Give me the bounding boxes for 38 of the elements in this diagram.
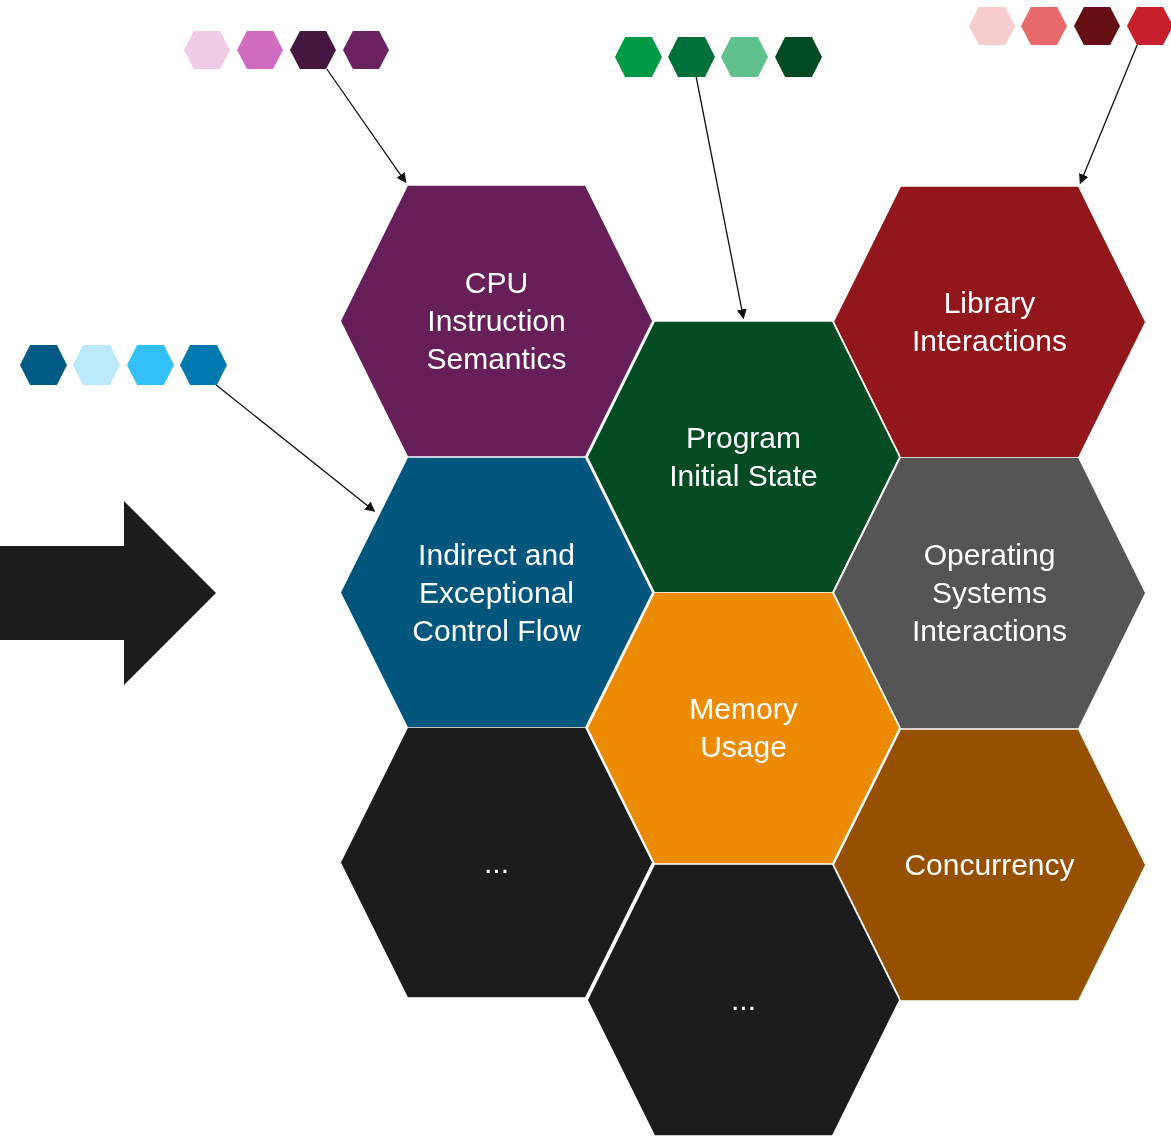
hexagon-tile (1074, 7, 1120, 45)
hexagon-tile (615, 37, 662, 77)
hexagon-tile (587, 321, 900, 593)
tile-label: Concurrency (903, 847, 1076, 883)
hexagon-tile (668, 37, 715, 77)
arrow (1079, 44, 1138, 185)
hexagon-tile (833, 186, 1146, 458)
tile-label: Library Interactions (910, 285, 1069, 359)
hexagon-tile (340, 727, 653, 998)
tile-label: Operating Systems Interactions (910, 537, 1069, 649)
hexagon-tile (343, 31, 389, 69)
hexagon-tile (833, 729, 1146, 1001)
hexagon-tile (587, 592, 900, 864)
tile-label: Indirect and Exceptional Control Flow (411, 536, 582, 649)
tile-label: Program Initial State (668, 420, 819, 494)
hexagon-tile (180, 345, 227, 385)
hexagon-tile (340, 457, 653, 728)
tile-label: ... (730, 982, 757, 1018)
hexagon-tile (290, 31, 336, 69)
arrow (326, 68, 407, 184)
arrow (215, 384, 376, 512)
hexagon-tile (127, 345, 174, 385)
arrow (695, 76, 747, 320)
hexagon-tile (721, 37, 768, 77)
hexagon-tile (833, 457, 1146, 729)
tile-label: Memory Usage (688, 691, 799, 765)
hexagon-tile (237, 31, 283, 69)
hexagon-tile (969, 7, 1015, 45)
hexagon-tile (775, 37, 822, 77)
hexagon-tile (587, 864, 900, 1136)
hexagon-tile (1127, 7, 1171, 45)
hexagon-tile (20, 345, 67, 385)
hexagon-tile (340, 185, 653, 457)
hexagon-tile (184, 31, 230, 69)
tile-label: CPU Instruction Semantics (425, 265, 568, 377)
tile-label: ... (483, 844, 510, 881)
hexagon-tile (1021, 7, 1067, 45)
hexagon-tile (73, 345, 120, 385)
